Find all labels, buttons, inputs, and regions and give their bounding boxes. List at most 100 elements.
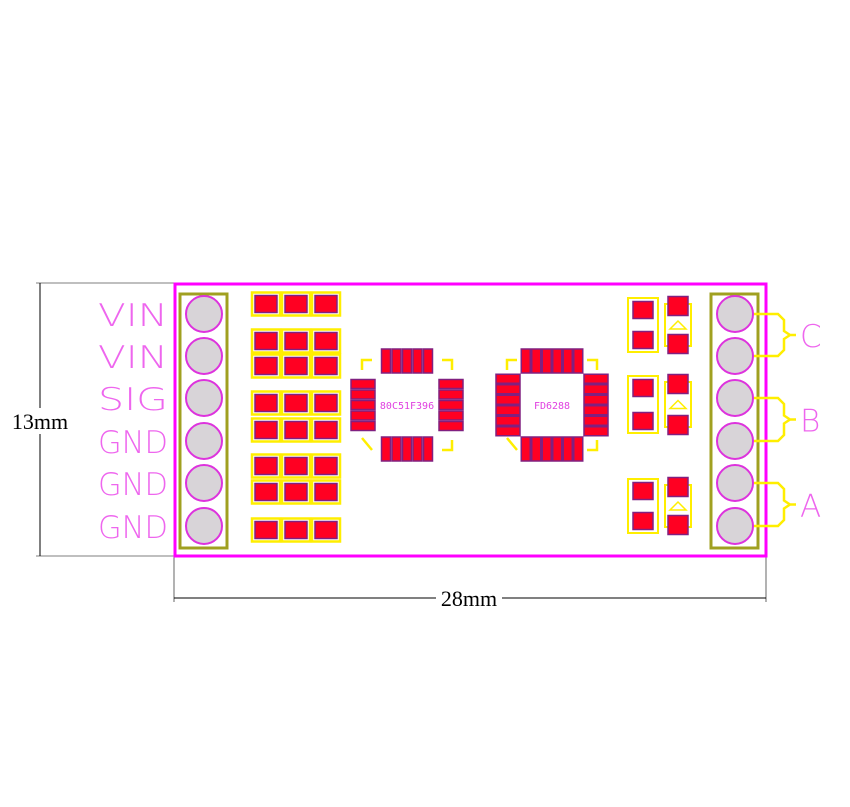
- chip-80c51f396-pin: [380, 436, 392, 462]
- chip-80c51f396-pin: [438, 399, 464, 411]
- diode-symbol: [668, 500, 688, 511]
- chip-fd6288-pin: [552, 348, 563, 374]
- chip-fd6288-pin: [583, 373, 609, 384]
- smd-pad-silkscreen: [250, 517, 282, 543]
- smd-pad: [254, 356, 278, 376]
- chip-fd6288-pin: [583, 426, 609, 437]
- smd-pad: [314, 520, 338, 540]
- smd-pad-silkscreen: [310, 517, 342, 543]
- smd-pad-silkscreen: [310, 479, 342, 505]
- resistor-pad: [632, 411, 654, 431]
- smd-pad: [314, 331, 338, 351]
- chip-80c51f396-pin: [438, 378, 464, 390]
- smd-pad-silkscreen: [280, 291, 312, 317]
- chip-fd6288-pin: [495, 384, 521, 395]
- resistor-silkscreen: [627, 375, 659, 434]
- chip-fd6288-pin: [520, 348, 531, 374]
- phase-bracket: [754, 396, 796, 443]
- chip-fd6288-pin: [520, 436, 531, 462]
- smd-pad-silkscreen: [250, 417, 282, 443]
- chip-fd6288-pin: [583, 405, 609, 416]
- smd-pad: [314, 356, 338, 376]
- right-header-pin: [716, 295, 754, 333]
- resistor-pad: [632, 481, 654, 501]
- left-header-pin: [185, 464, 223, 502]
- smd-pad: [254, 294, 278, 314]
- smd-pad-silkscreen: [310, 291, 342, 317]
- smd-pad-silkscreen: [280, 390, 312, 416]
- chip-fd6288-pin: [562, 436, 573, 462]
- chip-80c51f396-pin: [380, 348, 392, 374]
- chip-80c51f396-pin: [412, 348, 423, 374]
- resistor-pad: [632, 378, 654, 398]
- chip-80c51f396: 80C51F396: [350, 348, 464, 462]
- smd-pad: [284, 393, 308, 413]
- smd-pad-silkscreen: [250, 353, 282, 379]
- chip-80c51f396-label: 80C51F396: [380, 401, 434, 412]
- phase-label-b: B: [800, 404, 820, 440]
- diode-pad: [667, 476, 689, 498]
- smd-pad: [314, 294, 338, 314]
- chip-fd6288: FD6288: [495, 348, 609, 462]
- smd-pad-silkscreen: [310, 453, 342, 479]
- chip-fd6288-pin: [495, 373, 521, 384]
- smd-pad-silkscreen: [280, 479, 312, 505]
- resistor-silkscreen: [627, 297, 659, 353]
- diode-symbol: [668, 399, 688, 410]
- pin-label-gnd: GND: [98, 467, 168, 503]
- smd-pad: [284, 356, 308, 376]
- pin-label-gnd: GND: [98, 510, 168, 546]
- chip-80c51f396-silkscreen: [360, 358, 454, 452]
- resistor-pad: [632, 511, 654, 531]
- left-header-pin: [185, 379, 223, 417]
- smd-pad-silkscreen: [250, 479, 282, 505]
- phase-label-a: A: [800, 489, 821, 525]
- smd-pad-silkscreen: [310, 353, 342, 379]
- diode-pad: [667, 373, 689, 395]
- chip-80c51f396-pin: [438, 389, 464, 400]
- chip-fd6288-pin: [562, 348, 573, 374]
- phase-bracket: [754, 312, 796, 358]
- chip-fd6288-pin: [495, 405, 521, 416]
- smd-pad-silkscreen: [280, 417, 312, 443]
- width-label: 28mm: [441, 586, 497, 611]
- left-header-pin: [185, 337, 223, 375]
- phase-bracket: [754, 481, 796, 528]
- diode-symbol: [668, 319, 688, 330]
- smd-pad-silkscreen: [250, 328, 282, 354]
- smd-pad: [254, 420, 278, 440]
- smd-pad: [284, 520, 308, 540]
- diode-pad: [667, 333, 689, 355]
- smd-pad: [284, 294, 308, 314]
- smd-pad-silkscreen: [250, 390, 282, 416]
- chip-80c51f396-pin: [350, 389, 376, 400]
- left-header-outline: [178, 292, 229, 550]
- right-header-pin: [716, 422, 754, 460]
- pin-label-vin: VIN: [98, 340, 168, 376]
- right-header-pin: [716, 507, 754, 545]
- smd-pad-silkscreen: [310, 390, 342, 416]
- smd-pad: [314, 456, 338, 476]
- smd-pad: [254, 456, 278, 476]
- left-header-pin: [185, 507, 223, 545]
- chip-80c51f396-pin: [438, 410, 464, 421]
- chip-80c51f396-pin: [401, 436, 413, 462]
- smd-pad-silkscreen: [280, 328, 312, 354]
- chip-fd6288-pin: [552, 436, 563, 462]
- smd-pad: [284, 331, 308, 351]
- right-header-pin: [716, 337, 754, 375]
- pin-label-sig: SIG: [98, 382, 168, 418]
- resistor-silkscreen: [627, 478, 659, 534]
- chip-fd6288-pin: [495, 394, 521, 405]
- smd-pad: [314, 482, 338, 502]
- chip-80c51f396-pin: [412, 436, 423, 462]
- chip-80c51f396-pin: [391, 348, 402, 374]
- chip-fd6288-pin: [583, 394, 609, 405]
- dimension-lines: 13mm 28mm: [8, 282, 767, 611]
- smd-pad: [254, 520, 278, 540]
- smd-pad: [314, 420, 338, 440]
- width-label-bg: [436, 587, 502, 611]
